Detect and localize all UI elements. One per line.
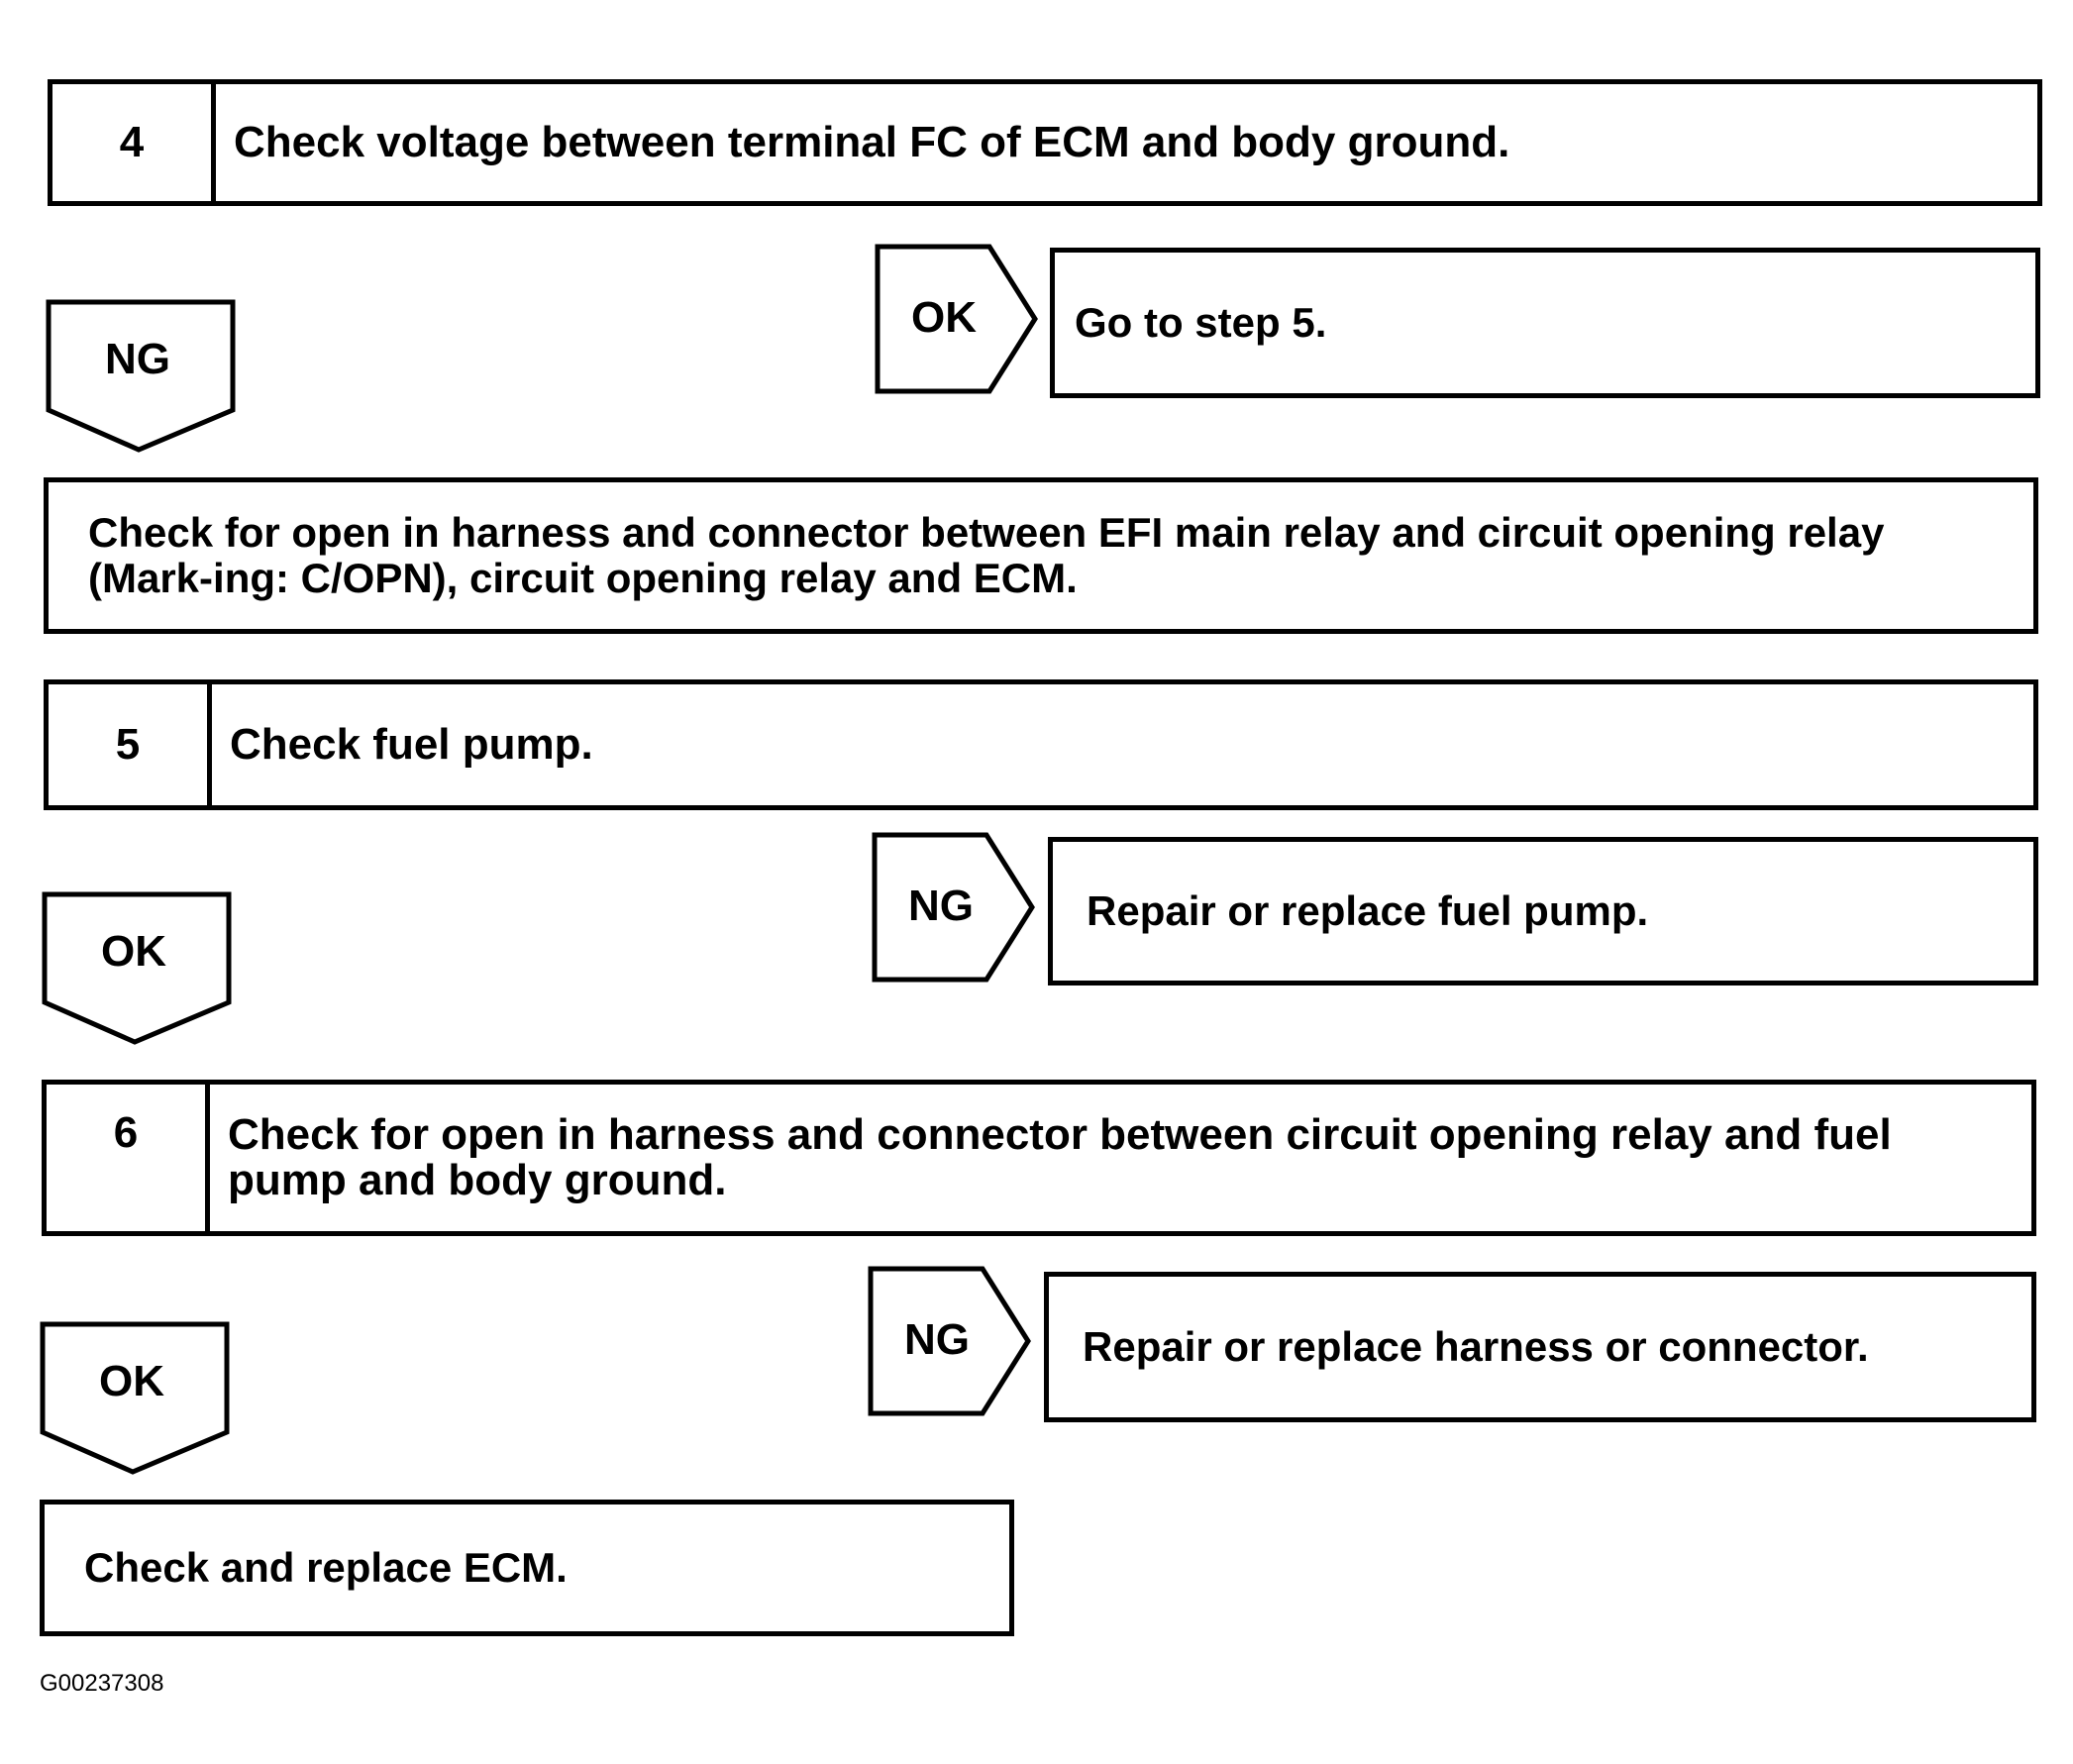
step-5-ng-action-box: Repair or replace fuel pump. <box>1048 837 2038 986</box>
step-4-number: 4 <box>52 84 216 201</box>
step-5-ng-arrow: NG <box>872 832 1038 983</box>
step-5-box: 5 Check fuel pump. <box>44 679 2038 810</box>
step-6-ok-arrow: OK <box>40 1321 232 1476</box>
step-5-text: Check fuel pump. <box>230 720 593 769</box>
step-5-ng-action-text: Repair or replace fuel pump. <box>1087 887 1649 934</box>
step-6-box: 6 Check for open in harness and connecto… <box>42 1080 2036 1236</box>
step-6-ng-action-box: Repair or replace harness or connector. <box>1044 1272 2036 1422</box>
step-4-ng-action-text: Check for open in harness and connector … <box>88 509 1885 601</box>
step-4-ok-label: OK <box>911 293 977 342</box>
step-4-ng-action-box: Check for open in harness and connector … <box>44 477 2038 634</box>
step-6-number: 6 <box>47 1085 210 1231</box>
figure-id: G00237308 <box>40 1670 164 1697</box>
step-4-ok-arrow: OK <box>875 244 1041 394</box>
step-5-ng-label: NG <box>908 882 974 930</box>
step-5-ok-label: OK <box>101 927 166 976</box>
right-arrow-icon <box>868 1266 1031 1416</box>
step-6-text: Check for open in harness and connector … <box>228 1110 1892 1204</box>
right-arrow-icon <box>872 832 1035 983</box>
step-4-ng-arrow: NG <box>46 299 238 454</box>
down-arrow-icon <box>46 299 236 453</box>
step-4-box: 4 Check voltage between terminal FC of E… <box>48 79 2042 206</box>
step-6-ok-action-box: Check and replace ECM. <box>40 1500 1014 1636</box>
step-5-ok-arrow: OK <box>42 891 234 1046</box>
step-4-ng-label: NG <box>105 335 170 383</box>
right-arrow-icon <box>875 244 1038 394</box>
step-5-number: 5 <box>49 684 212 805</box>
down-arrow-icon <box>42 891 232 1045</box>
step-6-ng-action-text: Repair or replace harness or connector. <box>1083 1323 1869 1370</box>
step-6-ng-arrow: NG <box>868 1266 1034 1416</box>
step-4-ok-action-text: Go to step 5. <box>1075 299 1327 346</box>
step-4-text: Check voltage between terminal FC of ECM… <box>234 118 1510 166</box>
step-6-ok-action-text: Check and replace ECM. <box>84 1544 568 1591</box>
step-6-ok-label: OK <box>99 1357 164 1405</box>
step-4-ok-action-box: Go to step 5. <box>1050 248 2040 398</box>
down-arrow-icon <box>40 1321 230 1475</box>
step-6-ng-label: NG <box>904 1315 970 1364</box>
